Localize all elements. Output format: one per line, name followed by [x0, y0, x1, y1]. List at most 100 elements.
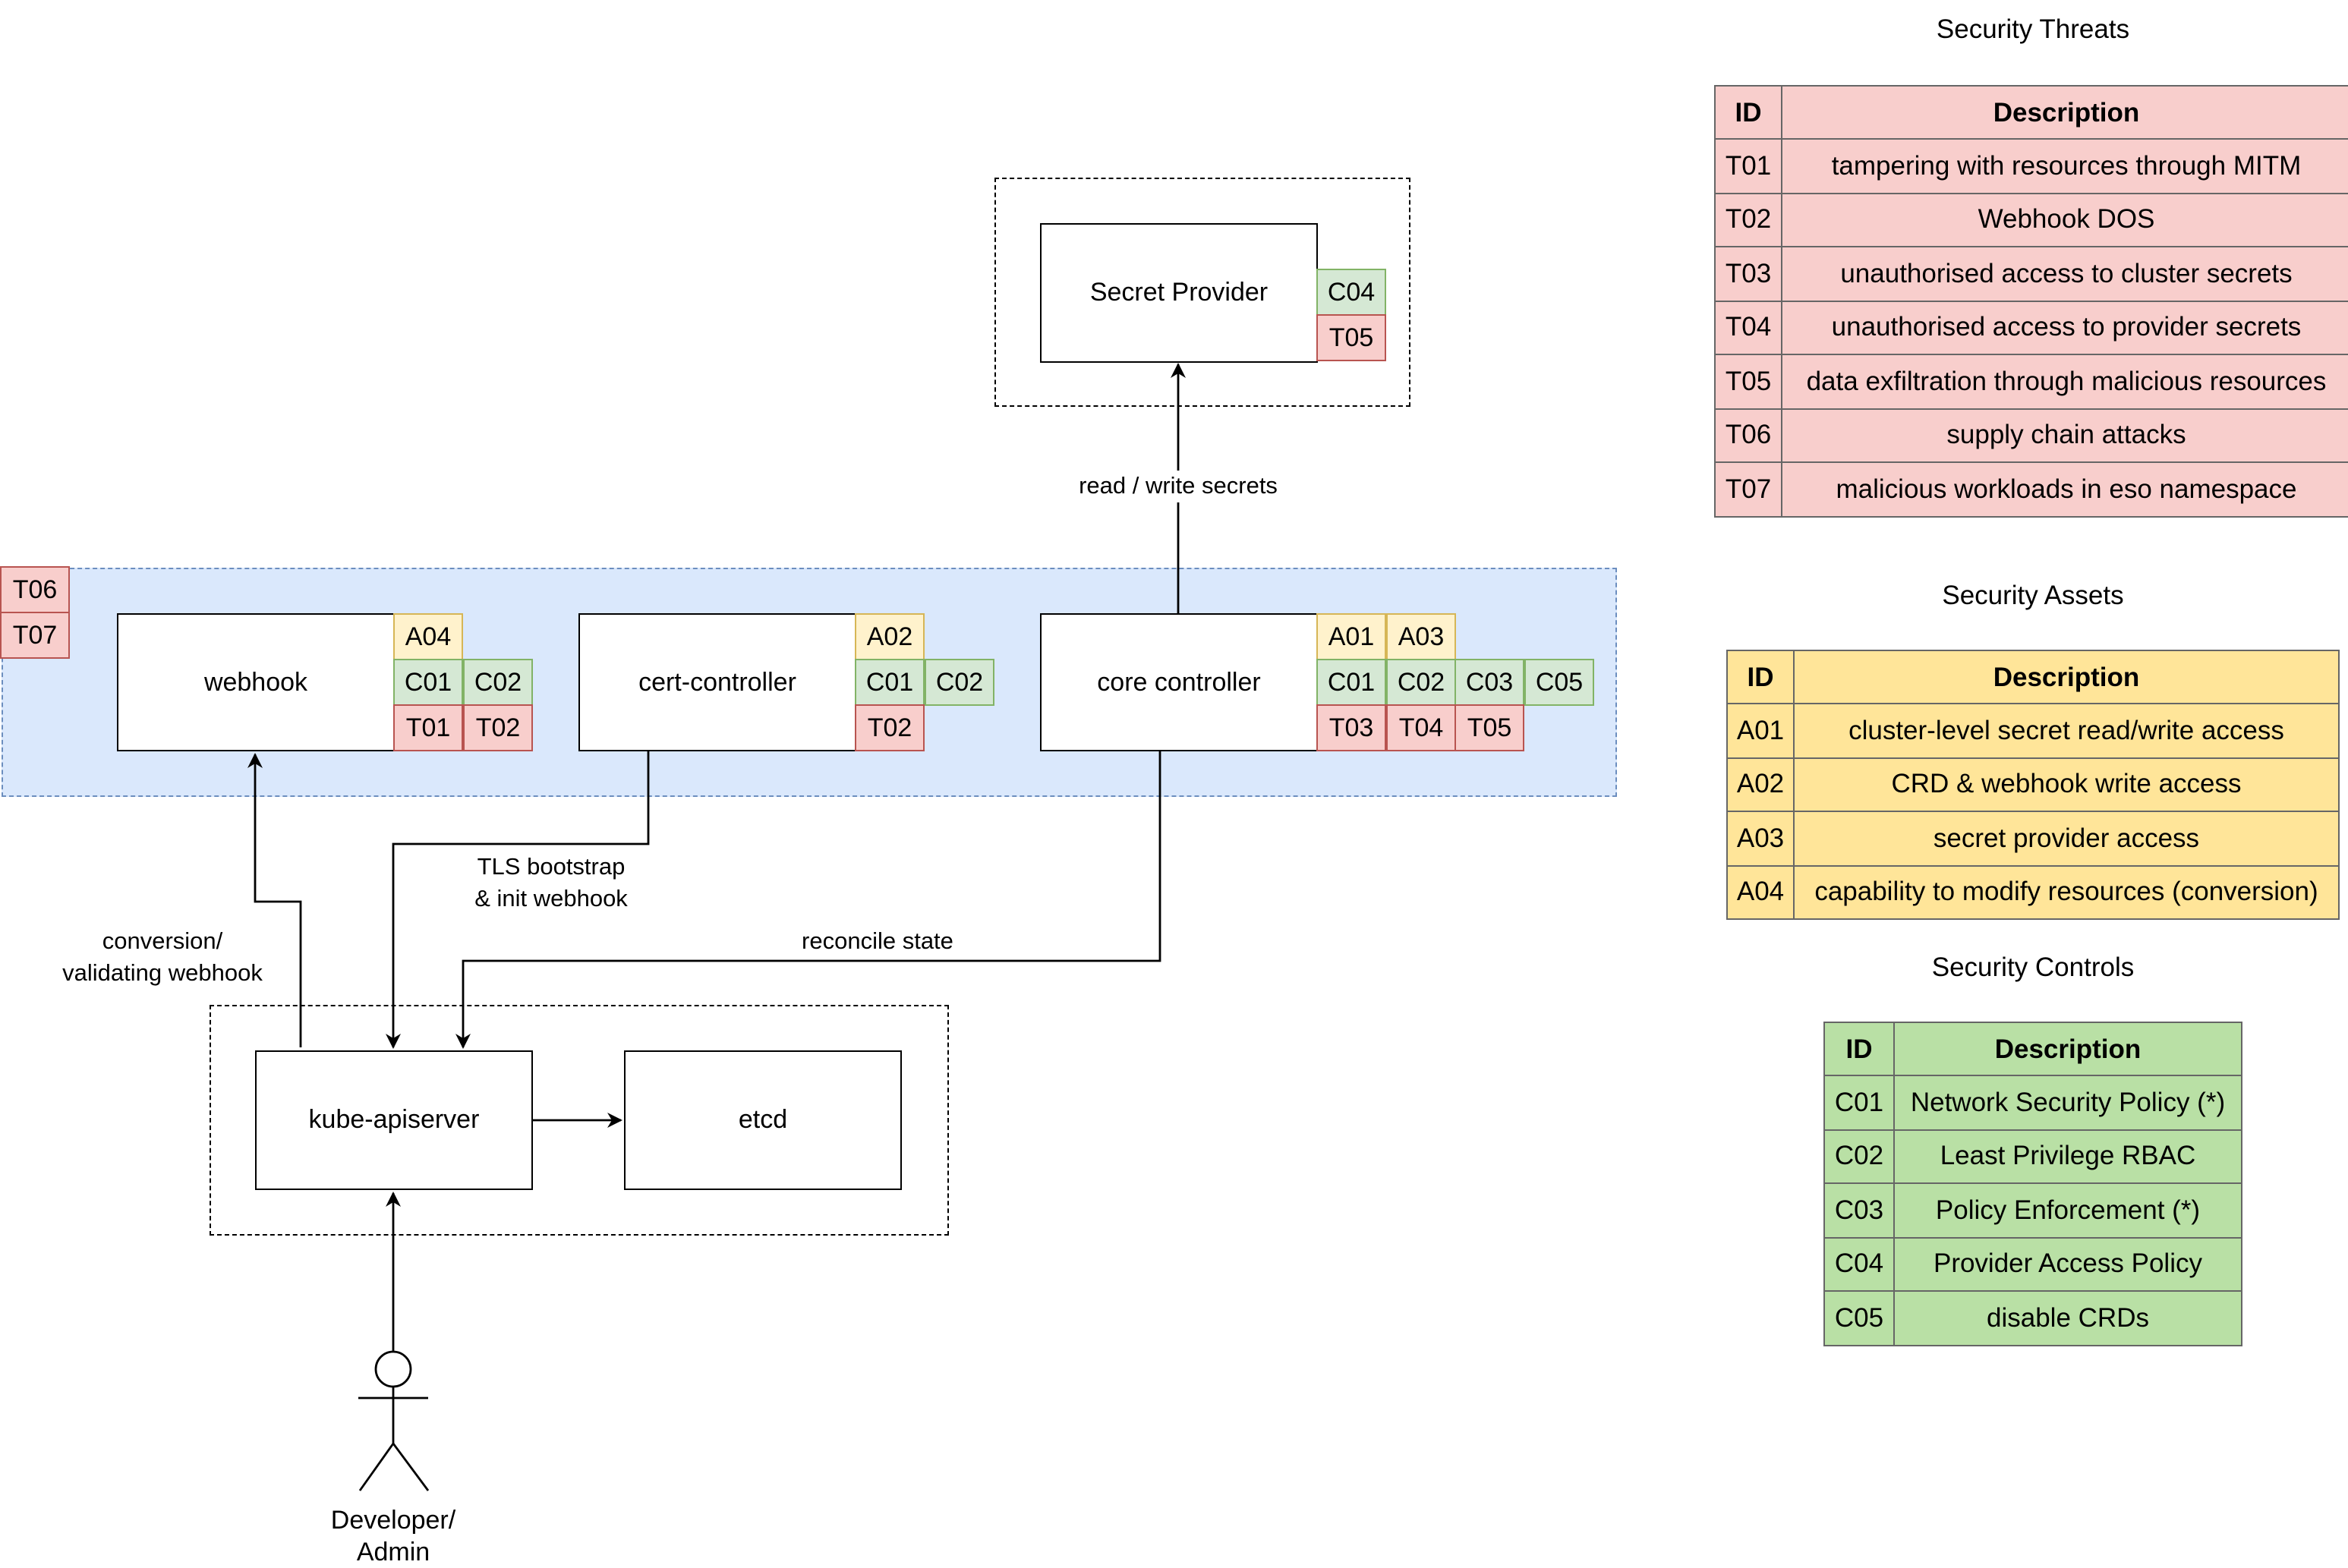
- threat-row-id: T05: [1714, 354, 1782, 409]
- region-threat-tag: T07: [0, 612, 70, 659]
- etcd-node: etcd: [624, 1050, 902, 1190]
- asset-row-id: A01: [1726, 703, 1795, 758]
- assets-header-id: ID: [1726, 650, 1795, 704]
- control-row-description: Provider Access Policy: [1893, 1236, 2242, 1292]
- webhook-threat-tag: T02: [463, 704, 533, 751]
- assets-header-description: Description: [1793, 650, 2340, 704]
- provider-threat-tag: T05: [1316, 314, 1386, 361]
- core-controller-threat-tag: T04: [1386, 704, 1456, 751]
- edge-label-tls-line2: & init webhook: [474, 886, 628, 912]
- core-controller-control-tag: C05: [1524, 659, 1594, 706]
- core-controller-threat-tag: T05: [1454, 704, 1524, 751]
- actor-label-line2: Admin: [356, 1538, 430, 1566]
- external-provider-boundary: [994, 178, 1410, 407]
- edge-label-conversion: conversion/ validating webhook: [26, 926, 299, 990]
- threat-row-description: data exfiltration through malicious reso…: [1781, 354, 2348, 409]
- webhook-control-tag: C01: [393, 659, 463, 706]
- controls-header-description: Description: [1893, 1022, 2242, 1076]
- edge-label-conversion-line1: conversion/: [102, 929, 223, 955]
- assets-legend-title: Security Assets: [1942, 580, 2124, 610]
- asset-row-description: secret provider access: [1793, 811, 2340, 866]
- cert-controller-threat-tag: T02: [855, 704, 925, 751]
- edge-label-tls-bootstrap: TLS bootstrap & init webhook: [430, 852, 673, 915]
- developer-actor: [358, 1350, 430, 1491]
- threat-row-id: T07: [1714, 461, 1782, 517]
- control-row-id: C03: [1823, 1182, 1895, 1238]
- core-controller-control-tag: C01: [1316, 659, 1386, 706]
- threat-row-description: tampering with resources through MITM: [1781, 138, 2348, 194]
- control-plane-boundary: [210, 1005, 949, 1236]
- control-row-id: C02: [1823, 1129, 1895, 1184]
- asset-row-id: A04: [1726, 864, 1795, 920]
- threat-row-id: T04: [1714, 300, 1782, 355]
- cert-controller-asset-tag: A02: [855, 613, 925, 660]
- secret-provider-node: Secret Provider: [1040, 223, 1318, 363]
- asset-row-id: A03: [1726, 811, 1795, 866]
- webhook-control-tag: C02: [463, 659, 533, 706]
- threats-legend-title: Security Threats: [1936, 14, 2130, 44]
- cert-controller-control-tag: C01: [855, 659, 925, 706]
- controls-legend-title: Security Controls: [1931, 952, 2135, 982]
- threat-row-description: unauthorised access to provider secrets: [1781, 300, 2348, 355]
- threat-row-id: T06: [1714, 408, 1782, 463]
- edge-label-conversion-line2: validating webhook: [62, 961, 263, 987]
- control-row-description: disable CRDs: [1893, 1290, 2242, 1346]
- edge-label-reconcile-state: reconcile state: [802, 929, 953, 955]
- kube-apiserver-node: kube-apiserver: [255, 1050, 533, 1190]
- control-row-description: Least Privilege RBAC: [1893, 1129, 2242, 1184]
- control-row-id: C05: [1823, 1290, 1895, 1346]
- core-controller-control-tag: C03: [1454, 659, 1524, 706]
- threat-row-description: supply chain attacks: [1781, 408, 2348, 463]
- threat-row-id: T02: [1714, 192, 1782, 247]
- controls-header-id: ID: [1823, 1022, 1895, 1076]
- edge-cert-to-apiserver: [386, 751, 650, 1049]
- developer-admin-label: Developer/ Admin: [302, 1504, 484, 1568]
- control-row-description: Policy Enforcement (*): [1893, 1182, 2242, 1238]
- core-controller-asset-tag: A01: [1316, 613, 1386, 660]
- threat-row-description: unauthorised access to cluster secrets: [1781, 246, 2348, 301]
- threat-row-id: T03: [1714, 246, 1782, 301]
- asset-row-description: CRD & webhook write access: [1793, 757, 2340, 812]
- webhook-threat-tag: T01: [393, 704, 463, 751]
- core-controller-control-tag: C02: [1386, 659, 1456, 706]
- edge-label-tls-line1: TLS bootstrap: [477, 855, 626, 880]
- core-controller-node: core controller: [1040, 613, 1318, 751]
- threats-header-description: Description: [1781, 85, 2348, 140]
- edge-apiserver-to-webhook: [247, 753, 302, 1047]
- control-row-id: C04: [1823, 1236, 1895, 1292]
- core-controller-threat-tag: T03: [1316, 704, 1386, 751]
- cert-controller-control-tag: C02: [925, 659, 994, 706]
- core-controller-asset-tag: A03: [1386, 613, 1456, 660]
- threats-header-id: ID: [1714, 85, 1782, 140]
- control-row-description: Network Security Policy (*): [1893, 1075, 2242, 1130]
- threat-row-description: malicious workloads in eso namespace: [1781, 461, 2348, 517]
- asset-row-description: cluster-level secret read/write access: [1793, 703, 2340, 758]
- threat-row-description: Webhook DOS: [1781, 192, 2348, 247]
- webhook-asset-tag: A04: [393, 613, 463, 660]
- asset-row-id: A02: [1726, 757, 1795, 812]
- provider-control-tag: C04: [1316, 269, 1386, 316]
- webhook-node: webhook: [117, 613, 395, 751]
- actor-label-line1: Developer/: [330, 1506, 456, 1535]
